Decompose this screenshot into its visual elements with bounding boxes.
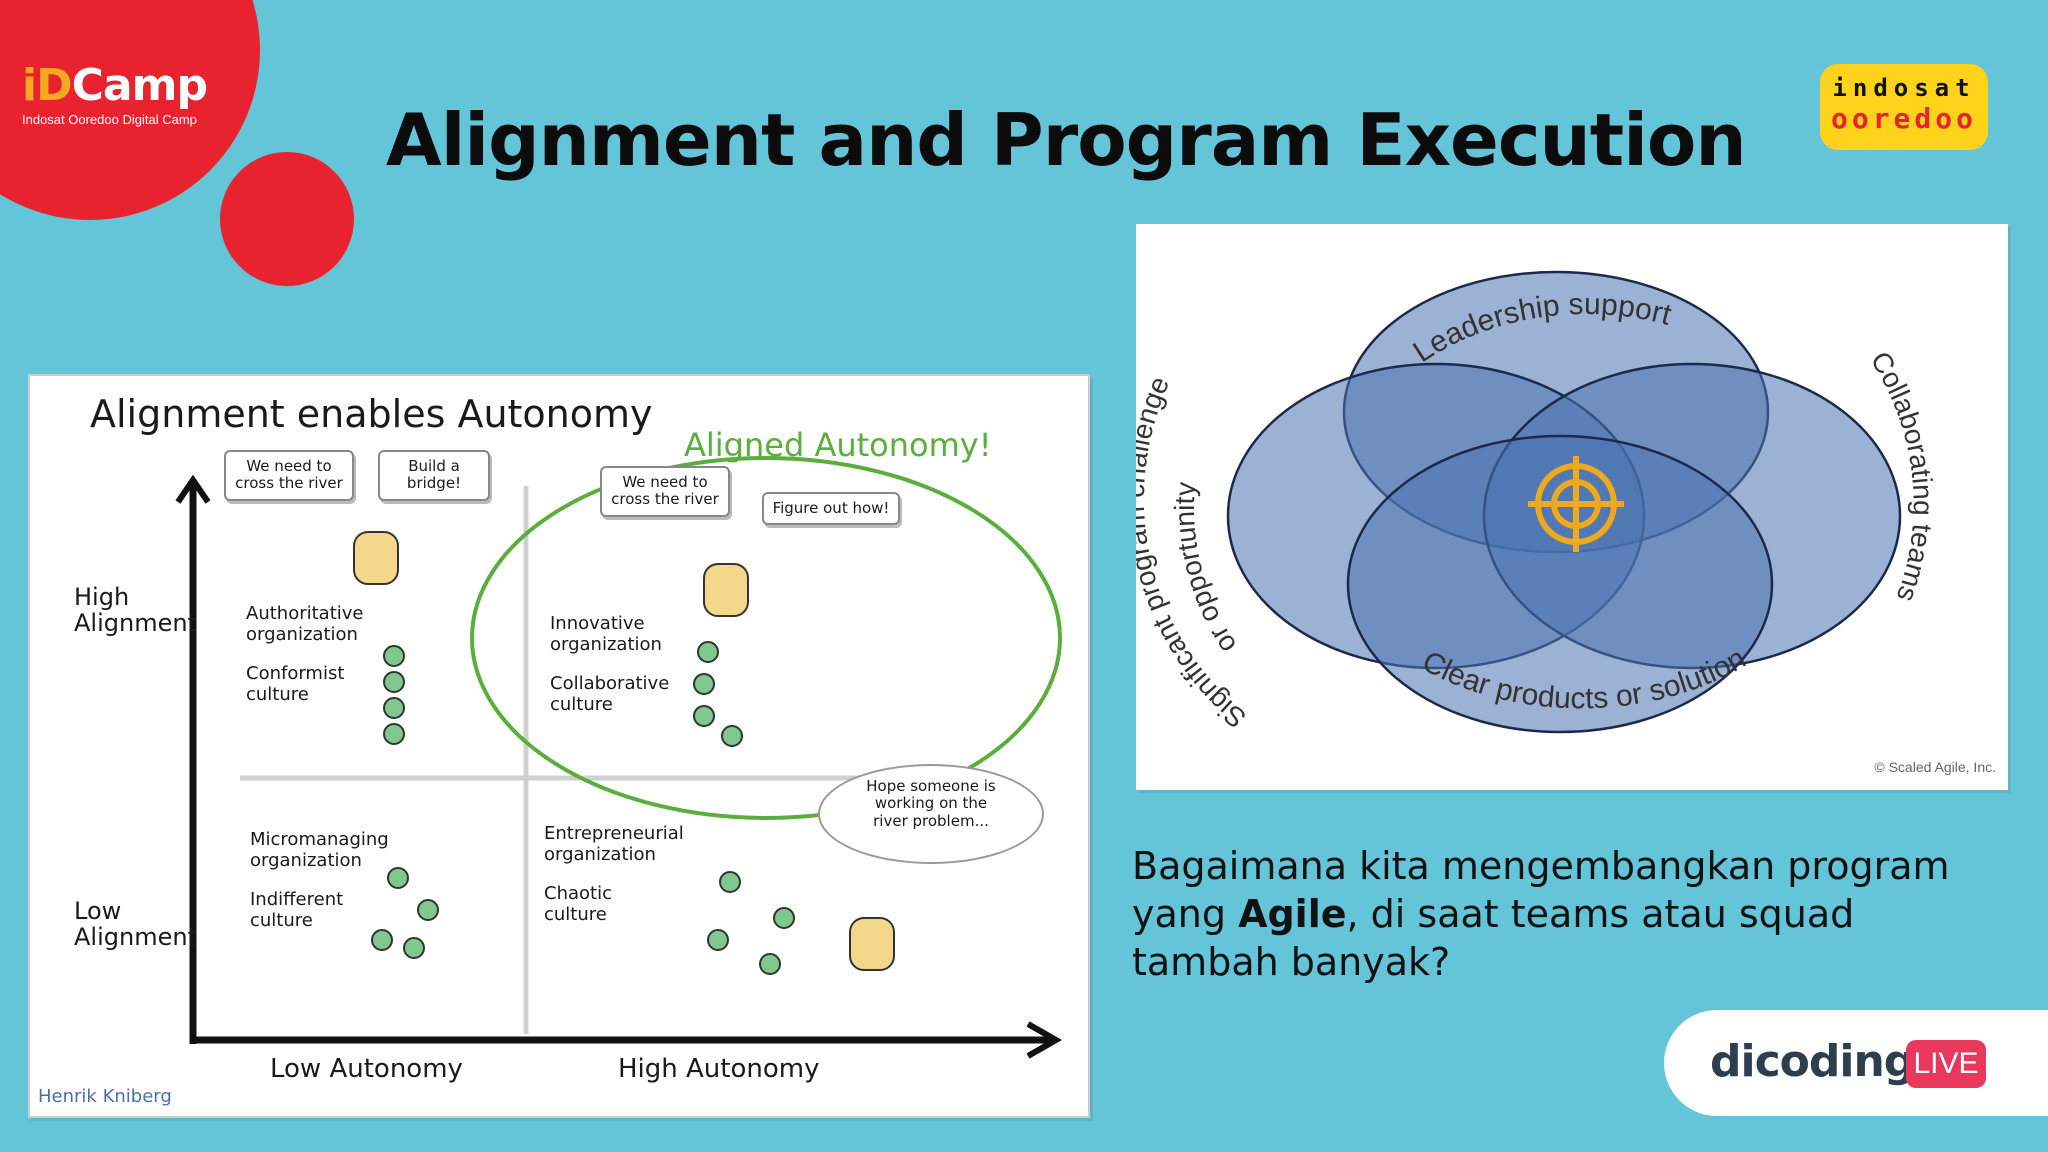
diagram-credit: Henrik Kniberg [38,1086,172,1107]
venn-svg: Leadership support Clear products or sol… [1136,270,1996,775]
safe-venn-diagram: Leadership support Clear products or sol… [1136,224,2008,790]
slide-title: Alignment and Program Execution [386,98,1747,182]
diagram-lines [28,374,1090,1118]
dicoding-live-logo: dicoding LIVE [1664,1010,2048,1116]
speech-bubble-tr2: Figure out how! [762,492,900,526]
dicoding-wordmark: dicoding [1710,1036,1915,1087]
aligned-autonomy-label: Aligned Autonomy! [684,426,992,464]
venn-circle-bottom [1346,434,1774,734]
target-icon [1528,456,1624,552]
indosat-ooredoo-logo: indosat ooredoo [1820,64,1988,150]
x-high-label: High Autonomy [618,1054,820,1084]
body-question: Bagaimana kita mengembangkan program yan… [1132,844,1950,984]
leader-character-1 [353,531,399,585]
live-badge: LIVE [1906,1040,1986,1088]
idcamp-tagline: Indosat Ooredoo Digital Camp [22,112,197,127]
diagram-title: Alignment enables Autonomy [90,392,653,436]
x-low-label: Low Autonomy [270,1054,463,1084]
idcamp-logo: iDCamp Indosat Ooredoo Digital Camp [22,64,232,128]
venn-credit: © Scaled Agile, Inc. [1874,759,1996,775]
alignment-autonomy-diagram: Alignment enables Autonomy Aligned Auton… [28,374,1090,1118]
idcamp-logo-circle-small [220,152,354,286]
